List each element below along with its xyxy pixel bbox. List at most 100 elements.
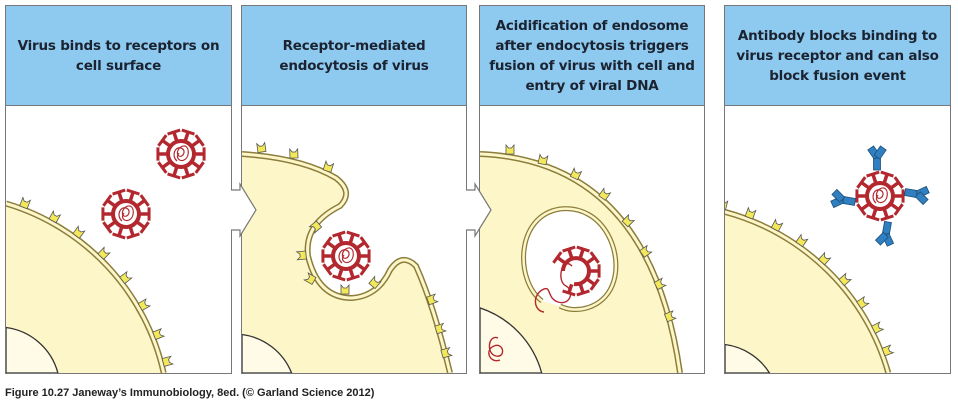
cell-cytoplasm xyxy=(6,203,164,373)
virus-spike-tip xyxy=(866,170,880,178)
panel-header: Virus binds to receptors on cell surface xyxy=(6,6,231,106)
panel-header: Acidification of endosome after endocyto… xyxy=(480,6,704,106)
virus-spike-tip xyxy=(167,172,181,180)
virus-spike-tip xyxy=(181,172,195,180)
virus-spike-tip xyxy=(139,221,150,234)
virus-spike-tip xyxy=(359,236,370,249)
viral-dna xyxy=(488,336,504,362)
receptor-icon xyxy=(818,251,832,266)
receptor-icon xyxy=(725,198,729,211)
virus-spike-tip xyxy=(893,203,904,216)
virus-spike-tip xyxy=(102,194,113,207)
virus-icon xyxy=(552,245,601,297)
receptor-icon xyxy=(97,246,111,260)
receptor-shape xyxy=(818,251,832,266)
panel-title: Acidification of endosome after endocyto… xyxy=(489,17,695,94)
receptor-shape xyxy=(440,346,453,359)
cell-cytoplasm xyxy=(242,154,450,373)
receptor-shape xyxy=(838,272,853,287)
panel-header: Receptor-mediated endocytosis of virus xyxy=(242,6,466,106)
virus-spike-tip xyxy=(346,230,360,238)
virus-spike-tip xyxy=(322,236,333,249)
nucleus xyxy=(480,307,543,373)
nucleus xyxy=(725,343,771,373)
receptor-shape xyxy=(161,355,175,367)
panel-title: Virus binds to receptors on cell surface xyxy=(17,37,220,74)
virus-spike-tip xyxy=(866,214,880,222)
receptor-icon xyxy=(368,275,382,290)
receptor-shape xyxy=(795,233,809,248)
receptor-icon xyxy=(663,310,678,323)
receptor-icon xyxy=(744,206,757,220)
virus-spike-tip xyxy=(332,230,346,238)
receptor-icon xyxy=(621,213,636,228)
virus-spike-tip xyxy=(194,134,205,147)
antibody-arm xyxy=(873,145,887,160)
receptor-shape xyxy=(19,196,32,210)
cell-membrane-inner xyxy=(242,152,452,373)
virus-spike-tip xyxy=(112,232,126,240)
virus-spike-tip xyxy=(576,245,590,253)
panel-header: Antibody blocks binding to virus recepto… xyxy=(725,6,950,106)
antibody-arm xyxy=(831,188,846,203)
receptor-icon xyxy=(322,160,335,173)
receptor-icon xyxy=(161,355,175,367)
receptor-shape xyxy=(289,147,299,159)
virus-spike-tip xyxy=(589,251,600,264)
virus-spike-tip xyxy=(126,188,140,196)
virus-spike-tip xyxy=(181,128,195,136)
cell-cytoplasm xyxy=(725,211,889,373)
receptor-icon xyxy=(881,344,895,357)
virus-spike-tip xyxy=(856,176,867,189)
receptor-icon xyxy=(119,270,133,285)
receptor-shape xyxy=(308,220,323,234)
virus-icon xyxy=(855,170,905,222)
antibody-stem xyxy=(873,157,881,171)
virus-spike-tip xyxy=(552,251,563,264)
virus-spike-tip xyxy=(589,278,600,291)
cell-membrane-inner xyxy=(6,202,166,373)
receptor-icon xyxy=(137,298,152,312)
receptor-icon xyxy=(871,321,885,334)
receptor-icon xyxy=(303,272,317,286)
antibody-stem xyxy=(882,220,892,235)
cell-membrane-inner xyxy=(725,210,890,373)
virus-spike-tip xyxy=(562,245,576,253)
receptor-icon xyxy=(340,283,350,295)
virus-icon xyxy=(101,188,151,240)
viral-dna xyxy=(173,145,189,162)
receptor-shape xyxy=(663,310,678,323)
endosome-membrane-inner xyxy=(522,207,618,311)
receptor-icon xyxy=(256,141,267,154)
receptor-shape xyxy=(434,322,447,335)
receptor-shape xyxy=(744,206,757,220)
receptor-icon xyxy=(308,220,323,234)
receptor-shape xyxy=(537,153,549,166)
receptor-shape xyxy=(621,213,636,228)
receptor-shape xyxy=(653,277,667,291)
virus-spike-tip xyxy=(102,221,113,234)
receptor-icon xyxy=(289,147,299,159)
panel-antibody-block: Antibody blocks binding to virus recepto… xyxy=(724,5,951,374)
receptor-icon xyxy=(537,153,549,166)
panel-endocytosis: Receptor-mediated endocytosis of virus xyxy=(241,5,467,374)
receptor-shape xyxy=(72,225,86,239)
receptor-icon xyxy=(152,327,166,341)
receptor-shape xyxy=(770,218,784,232)
receptor-shape xyxy=(295,250,307,261)
virus-spike-tip xyxy=(157,161,168,174)
receptor-icon xyxy=(598,187,612,201)
virus-spike-tip xyxy=(167,128,181,136)
antibody-icon xyxy=(867,145,887,171)
virus-spike-tip xyxy=(880,214,894,222)
receptor-shape xyxy=(152,327,166,341)
virus-spike-tip xyxy=(194,161,205,174)
antibody-arm xyxy=(874,231,889,246)
receptor-shape xyxy=(598,187,612,201)
antibody-icon xyxy=(874,220,895,247)
diagram-binding xyxy=(6,128,206,373)
virus-capsid xyxy=(561,256,591,287)
virus-capsid xyxy=(865,181,895,211)
virus-capsid xyxy=(166,139,196,169)
receptor-shape xyxy=(48,209,62,224)
